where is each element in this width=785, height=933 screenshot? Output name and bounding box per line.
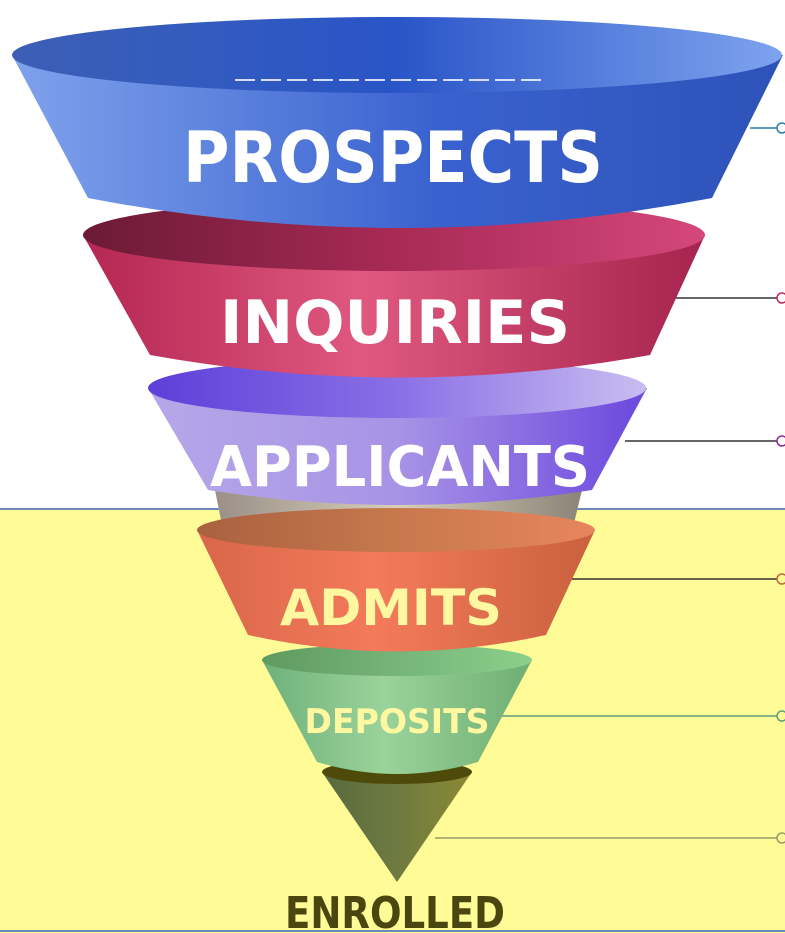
- stage-admits: [197, 508, 595, 652]
- connectors: [435, 122, 785, 844]
- applicants-body: [148, 388, 647, 505]
- label-admits: ADMITS: [280, 579, 502, 637]
- label-enrolled: ENROLLED: [285, 888, 505, 933]
- admits-rim: [197, 508, 595, 552]
- admits-body: [197, 530, 595, 652]
- connector-node-deposits: [776, 710, 785, 722]
- connector-node-admits: [776, 573, 785, 585]
- stage-applicants: [148, 358, 647, 505]
- prospects-rim: [12, 17, 782, 93]
- inquiries-body: [83, 235, 705, 378]
- connector-node-inquiries: [776, 292, 785, 304]
- connector-node-prospects: [776, 122, 785, 134]
- connector-node-enrolled: [776, 832, 785, 844]
- stage-deposits: [262, 644, 532, 774]
- deposits-body: [262, 660, 532, 774]
- deposits-rim: [262, 644, 532, 676]
- label-prospects: PROSPECTS: [183, 117, 603, 199]
- applicants-rim: [148, 358, 646, 418]
- label-applicants: APPLICANTS: [210, 435, 590, 500]
- prospects-body: [12, 55, 783, 228]
- label-inquiries: INQUIRIES: [220, 288, 570, 358]
- connector-node-applicants: [776, 435, 785, 447]
- stage-prospects: [12, 17, 783, 228]
- enrolled-cone: [322, 772, 472, 882]
- label-deposits: DEPOSITS: [305, 702, 490, 742]
